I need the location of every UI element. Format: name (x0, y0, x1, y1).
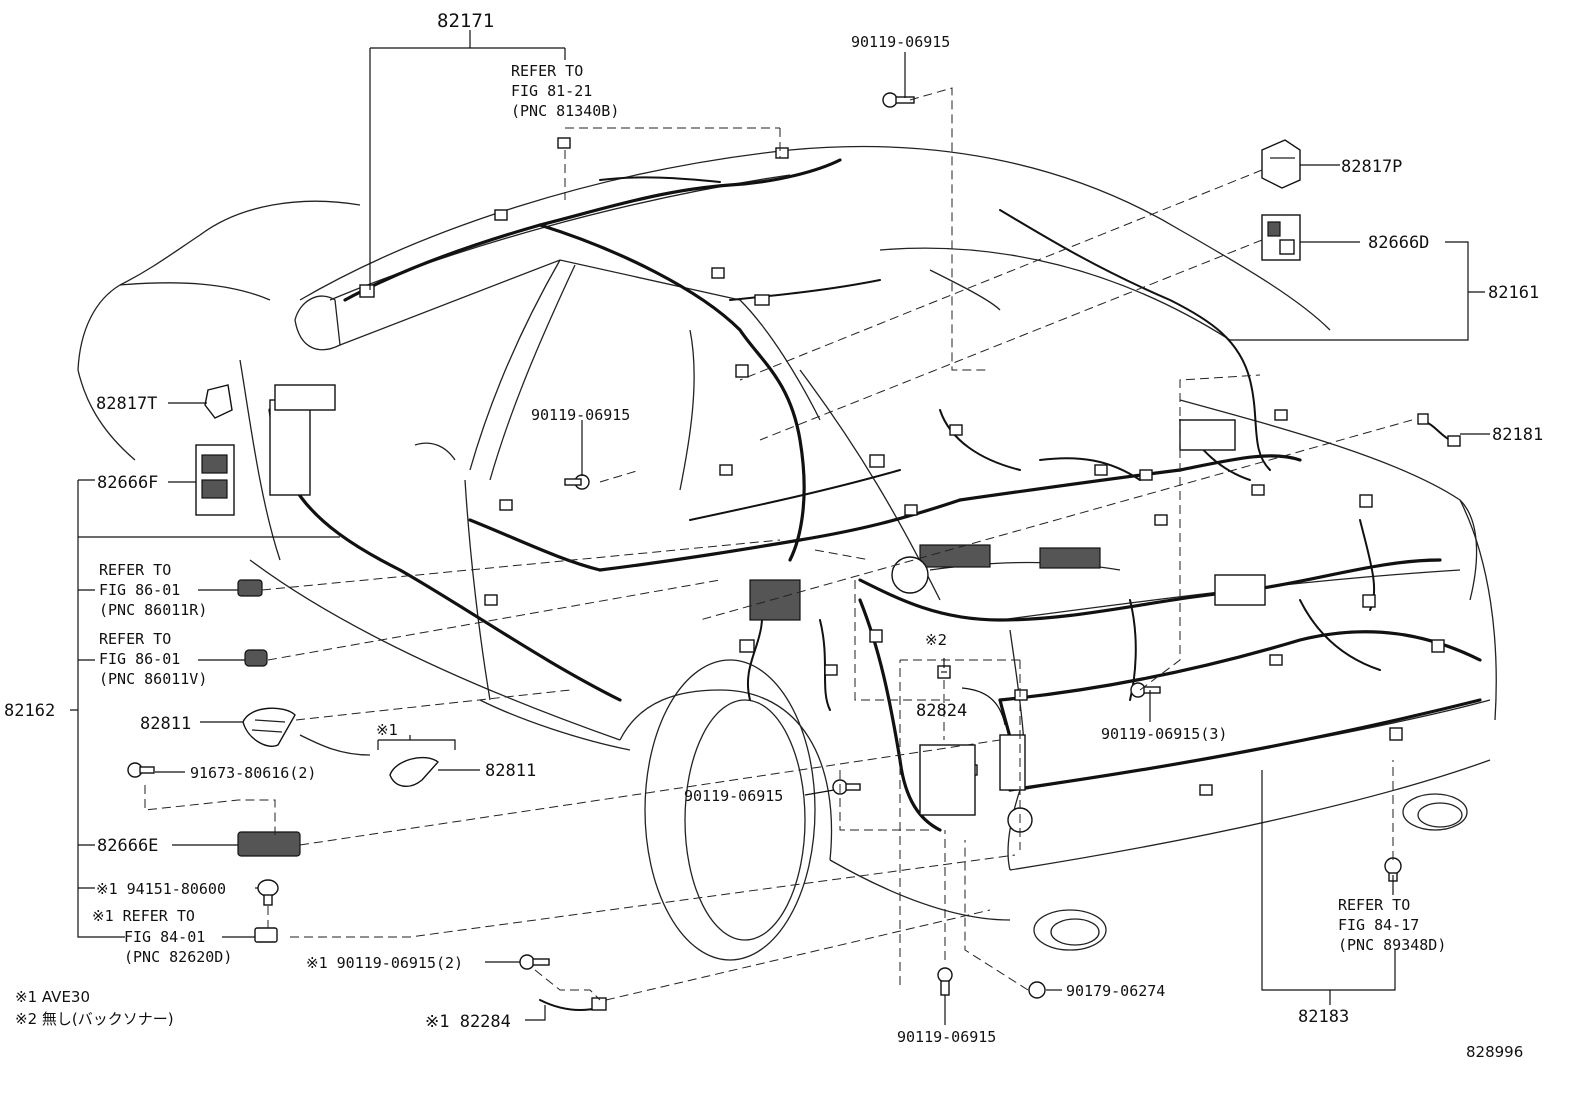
part-labels: 82171 REFER TO FIG 81-21 (PNC 81340B) 90… (4, 10, 1543, 1061)
refer-fig84b-line1: REFER TO (1338, 896, 1410, 914)
bolt-icon (564, 474, 590, 490)
label-82666F: 82666F (97, 473, 158, 493)
label-90179: 90179-06274 (1066, 982, 1165, 1000)
sensor-82284-icon (539, 997, 607, 1011)
connector-82620D-icon (254, 927, 278, 943)
refer-fig84a-line2: FIG 84-01 (124, 928, 205, 946)
label-82171: 82171 (437, 10, 494, 32)
label-82817P: 82817P (1341, 157, 1402, 177)
label-82824: 82824 (916, 701, 967, 721)
refer-fig81-line3: (PNC 81340B) (511, 102, 619, 120)
refer-fig86a-line3: (PNC 86011R) (99, 601, 207, 619)
label-94151: ※1 94151-80600 (96, 880, 226, 898)
grommet-86011R-icon (237, 579, 263, 597)
car-body-outline (77, 145, 1497, 961)
bolt-icon (882, 92, 915, 108)
label-82666E: 82666E (97, 836, 158, 856)
harness-connectors (269, 147, 1445, 833)
label-82811-b: 82811 (485, 761, 536, 781)
connector-81340B-icon (557, 137, 571, 149)
label-90119-n1-2: ※1 90119-06915(2) (306, 954, 463, 972)
label-82162: 82162 (4, 701, 55, 721)
clamp-82811-b-icon (389, 757, 440, 787)
bolt-icon (832, 779, 861, 795)
refer-fig86b-line2: FIG 86-01 (99, 650, 180, 668)
part-icons (127, 92, 1461, 1011)
diagram-id: 828996 (1466, 1043, 1523, 1061)
refer-fig81-line1: REFER TO (511, 62, 583, 80)
refer-fig86a-line1: REFER TO (99, 561, 171, 579)
note2-mark: ※2 (925, 631, 947, 649)
bolt-icon (1130, 682, 1161, 698)
label-82161: 82161 (1488, 283, 1539, 303)
screw-icon (127, 762, 155, 778)
label-91673: 91673-80616(2) (190, 764, 316, 782)
label-bolt-bottom: 90119-06915 (897, 1028, 996, 1046)
refer-fig86a-line2: FIG 86-01 (99, 581, 180, 599)
sensor-82817T-icon (204, 384, 233, 419)
label-bolt-mid: 90119-06915 (531, 406, 630, 424)
label-82811-a: 82811 (140, 714, 191, 734)
label-82666D: 82666D (1368, 233, 1429, 253)
sensor-82817P-icon (1261, 139, 1301, 189)
label-82181: 82181 (1492, 425, 1543, 445)
footnote-2: ※2 無し(バックソナー) (15, 1010, 174, 1028)
clamp-82811-icon (242, 707, 296, 747)
leader-lines (70, 30, 1490, 1025)
clip-icon (257, 879, 279, 906)
label-82284: ※1 82284 (425, 1012, 511, 1032)
bolt-icon (519, 954, 550, 970)
label-82183: 82183 (1298, 1007, 1349, 1027)
note1-mark: ※1 (376, 721, 398, 739)
refer-fig86b-line3: (PNC 86011V) (99, 670, 207, 688)
nut-icon (1028, 981, 1046, 999)
dashed-reference-lines (144, 87, 1413, 1001)
refer-fig84b-line2: FIG 84-17 (1338, 916, 1419, 934)
refer-fig86b-line1: REFER TO (99, 630, 171, 648)
bolt-icon (937, 967, 953, 996)
refer-fig81-line2: FIG 81-21 (511, 82, 592, 100)
refer-fig84a-line1: ※1 REFER TO (92, 907, 195, 925)
refer-fig84a-line3: (PNC 82620D) (124, 948, 232, 966)
label-bolt-top: 90119-06915 (851, 33, 950, 51)
refer-fig84b-line3: (PNC 89348D) (1338, 936, 1446, 954)
label-82817T: 82817T (96, 394, 157, 414)
label-90119-3: 90119-06915(3) (1101, 725, 1227, 743)
footnote-1: ※1 AVE30 (15, 988, 90, 1006)
label-bolt-lower: 90119-06915 (684, 787, 783, 805)
grommet-86011V-icon (244, 649, 268, 667)
relay-block-82666E-icon (237, 831, 301, 857)
